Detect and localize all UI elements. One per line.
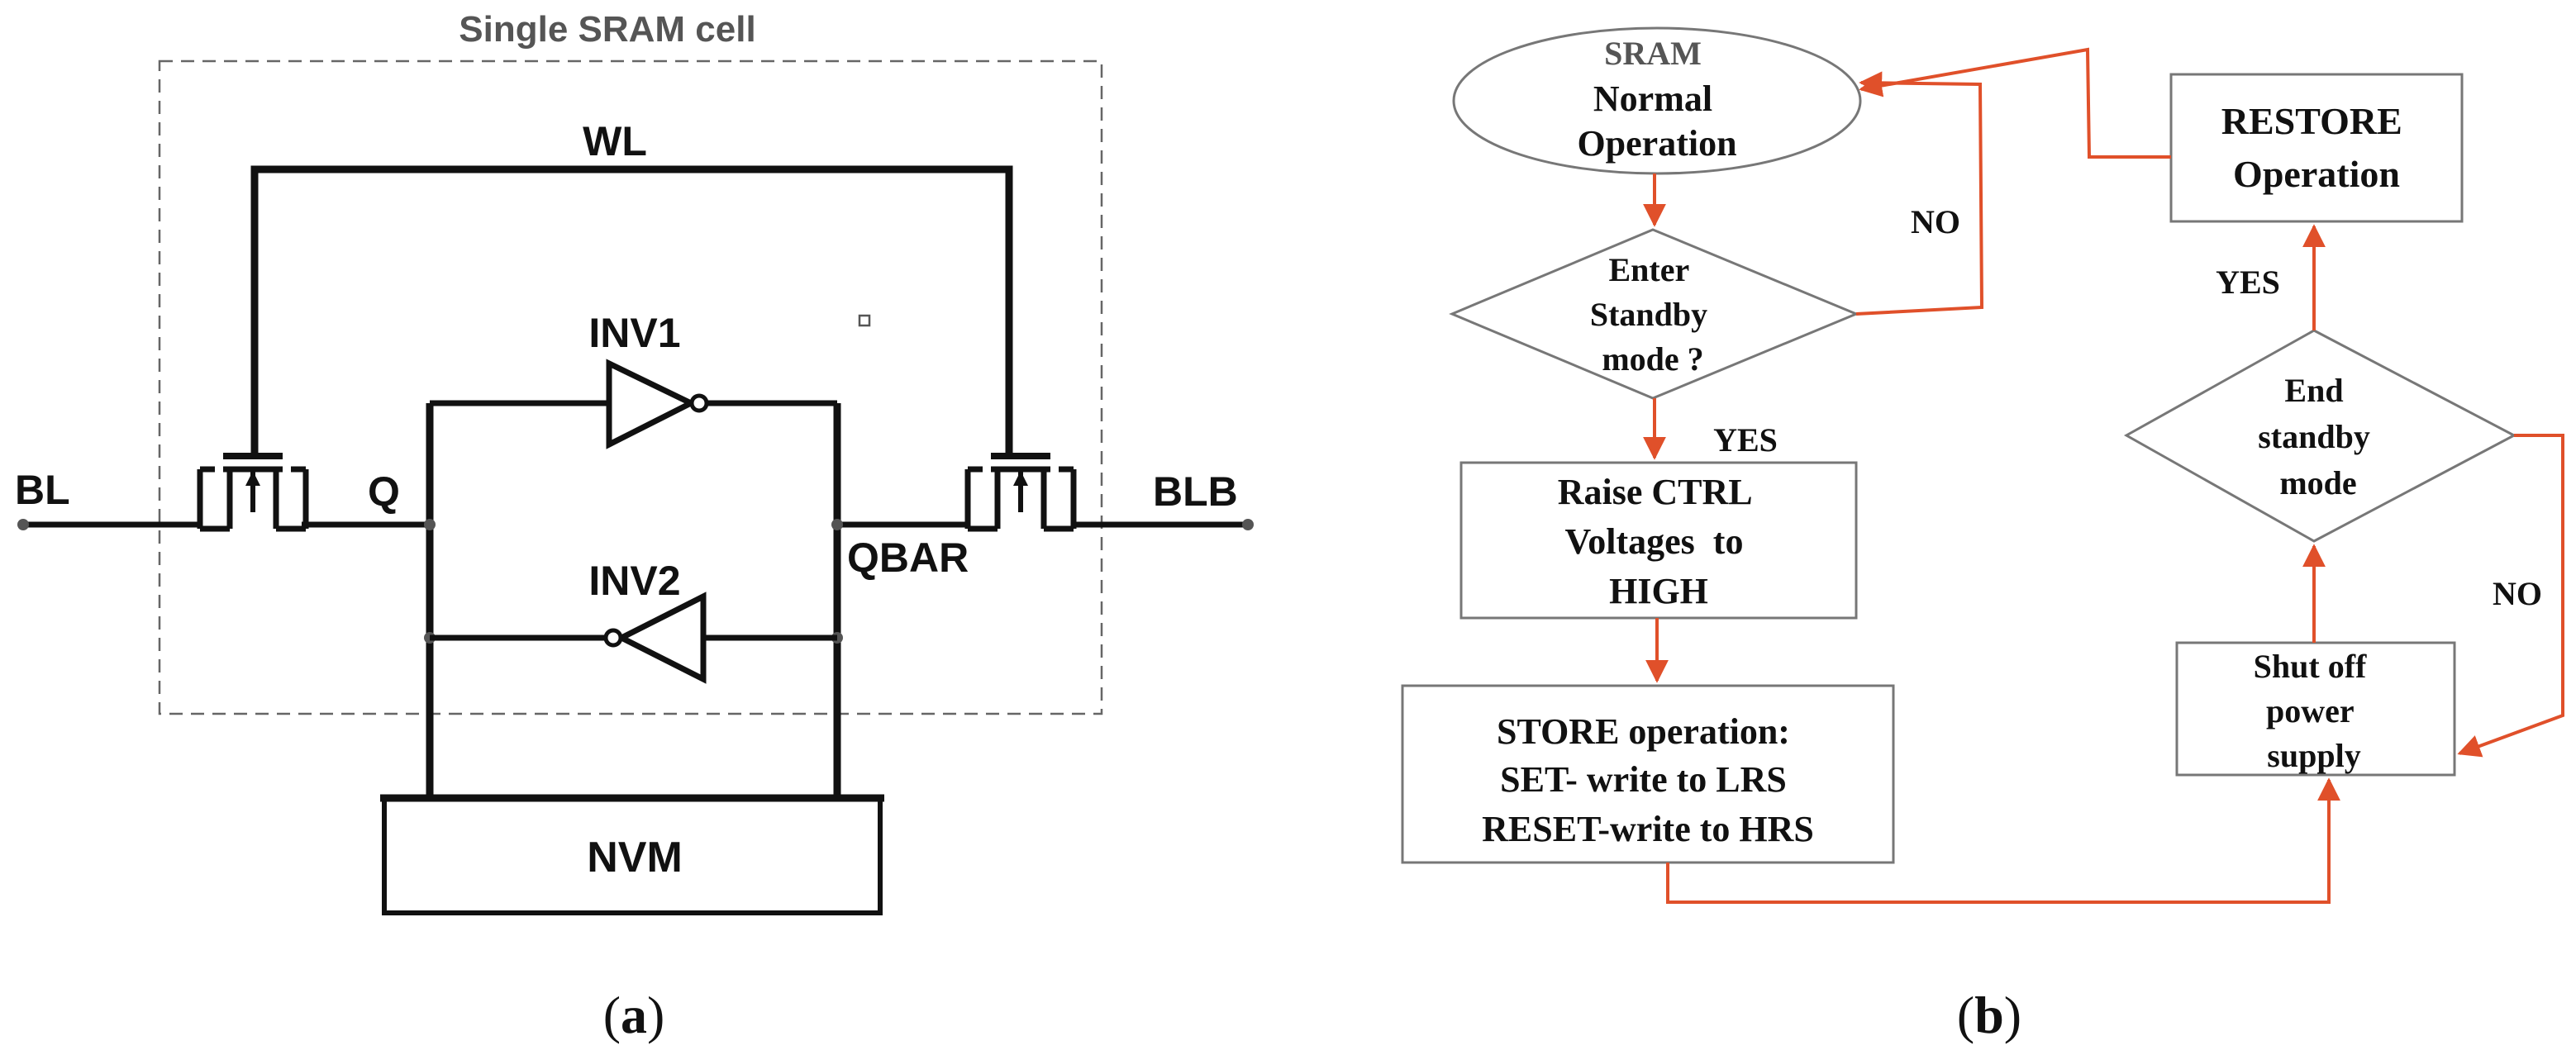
end-standby-line-1: End <box>2284 372 2343 409</box>
arrow-store-to-shutoff <box>1666 777 2340 904</box>
store-op-line-1: STORE operation: <box>1497 711 1790 752</box>
store-operation-node <box>1401 684 1895 864</box>
inverter-1 <box>606 359 698 449</box>
no-label-enter: NO <box>1911 203 1960 240</box>
svg-text:Shut off power sup: Shut off power supply <box>2254 648 2375 774</box>
inverter-2 <box>615 592 707 684</box>
caption-a: (a) <box>603 986 665 1044</box>
access-transistor-left <box>200 456 306 529</box>
svg-text:End standby mode: End standby mode <box>2258 372 2378 501</box>
shut-off-line-2: power <box>2266 692 2354 729</box>
arrow-enter-no-loop <box>1855 71 1984 316</box>
restore-line-1: RESTORE <box>2221 100 2402 142</box>
inv2-label: INV2 <box>588 558 680 604</box>
end-standby-line-3: mode <box>2279 464 2356 501</box>
wl-label: WL <box>583 118 647 164</box>
shut-off-power-node <box>2175 641 2456 777</box>
raise-ctrl-line-2: Voltages to <box>1565 521 1744 562</box>
sram-normal-operation-node <box>1452 26 1862 175</box>
sram-normal-line-3: Operation <box>1577 123 1736 164</box>
caption-b: (b) <box>1957 986 2021 1044</box>
restore-line-2: Operation <box>2233 153 2400 195</box>
store-op-line-3: RESET-write to HRS <box>1482 809 1814 849</box>
end-standby-decision <box>2123 329 2517 543</box>
enter-standby-line-1: Enter <box>1608 251 1688 288</box>
sram-normal-line-2: Normal <box>1593 78 1712 119</box>
svg-text:Enter Standby mode: Enter Standby mode ? <box>1590 251 1716 378</box>
yes-label-end: YES <box>2216 264 2280 301</box>
raise-ctrl-line-1: Raise CTRL <box>1558 472 1752 512</box>
svg-text:RESTORE Operation: RESTORE Operation <box>2221 100 2412 195</box>
blb-terminal <box>1242 519 1254 530</box>
word-line <box>250 165 1013 459</box>
arrow-restore-to-normal <box>1859 47 2171 159</box>
sram-cell-title: Single SRAM cell <box>459 9 755 50</box>
svg-text:SRAM Normal Operat: SRAM Normal Operation <box>1577 35 1736 164</box>
store-op-line-2: SET- write to LRS <box>1500 759 1787 800</box>
bl-terminal <box>17 519 29 530</box>
q-label: Q <box>368 468 400 515</box>
panel-b-flowchart: SRAM Normal Operation Enter Standby mode… <box>1401 26 2564 904</box>
arrow-end-no-loop <box>2457 434 2564 758</box>
restore-operation-node <box>2169 73 2464 223</box>
yes-label-enter: YES <box>1713 421 1778 459</box>
qbar-label: QBAR <box>847 535 969 581</box>
sram-normal-line-1: SRAM <box>1604 35 1702 72</box>
raise-ctrl-line-3: HIGH <box>1609 571 1708 611</box>
shut-off-line-3: supply <box>2267 737 2360 774</box>
nvm-label: NVM <box>587 834 683 882</box>
inv1-label: INV1 <box>588 310 680 356</box>
panel-a-schematic: Single SRAM cell WL BL BLB Q QBAR <box>15 9 1254 915</box>
sram-cell-boundary <box>158 59 1103 715</box>
svg-text:Raise CTRL Voltages to: Raise CTRL Voltages to HIGH <box>1558 472 1759 611</box>
no-label-end: NO <box>2493 575 2542 612</box>
access-transistor-right <box>968 456 1074 529</box>
end-standby-line-2: standby <box>2258 418 2370 455</box>
enter-standby-line-3: mode ? <box>1602 340 1703 378</box>
bl-label: BL <box>15 467 70 513</box>
enter-standby-line-2: Standby <box>1590 296 1707 333</box>
svg-text:STORE operation: SET- wr: STORE operation: SET- write to LRS RESET… <box>1482 711 1814 849</box>
shut-off-line-1: Shut off <box>2254 648 2367 685</box>
blb-label: BLB <box>1153 468 1238 515</box>
nvm-block <box>382 795 883 915</box>
